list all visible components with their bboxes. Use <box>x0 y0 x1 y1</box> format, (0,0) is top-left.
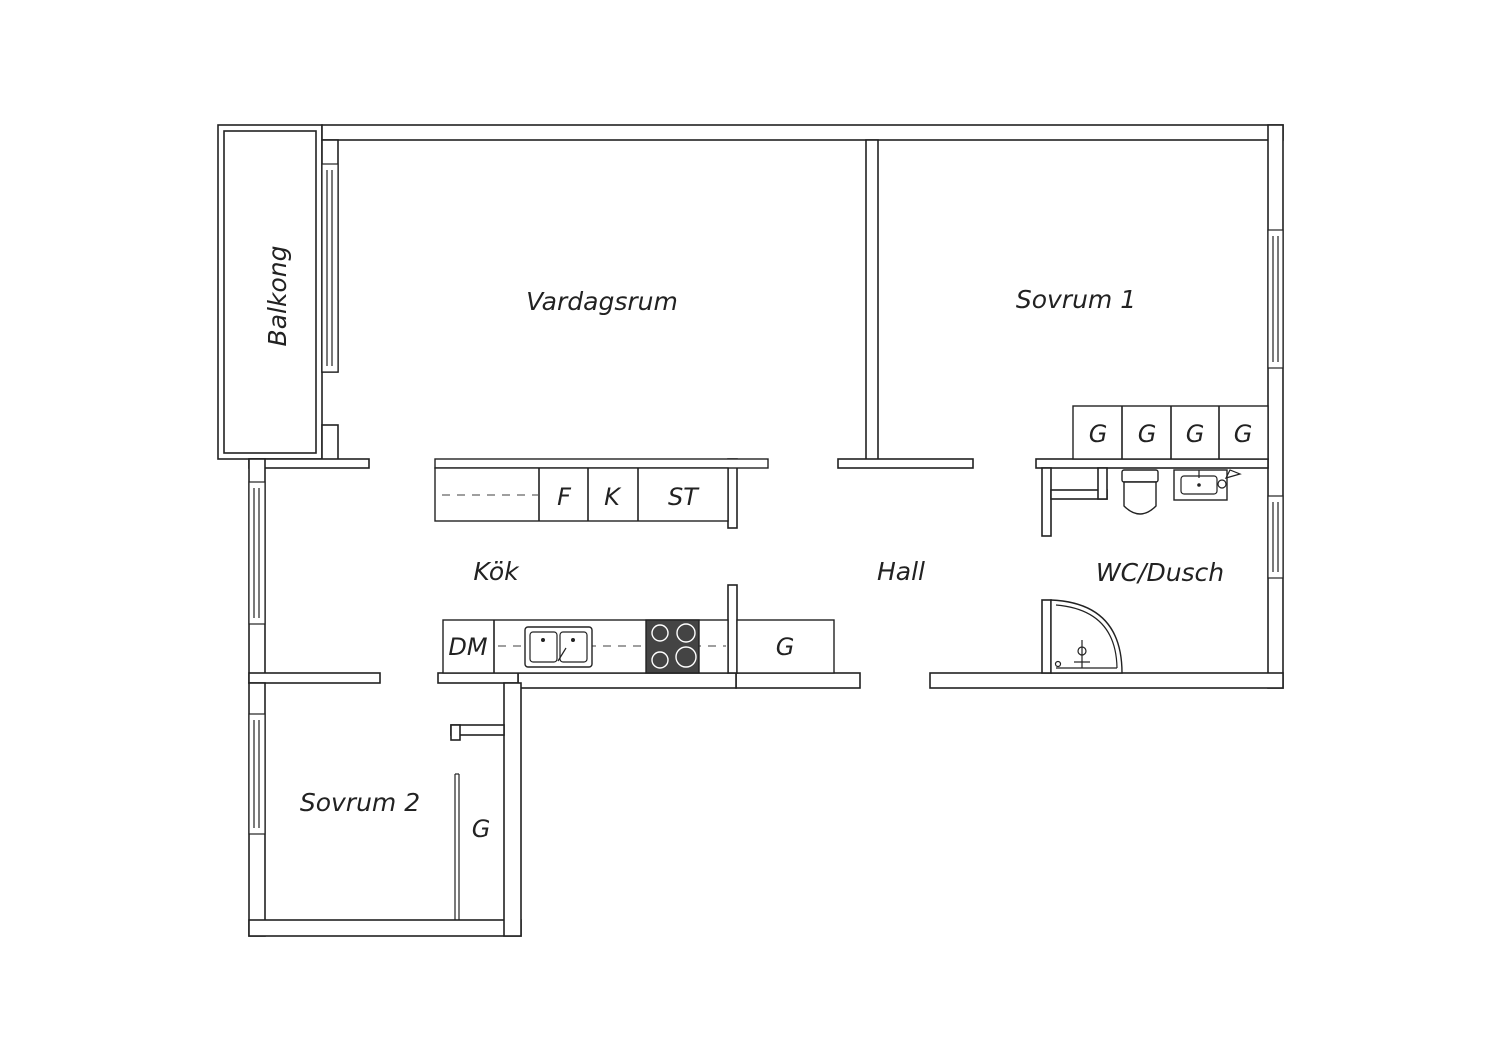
balcony: Balkong <box>217 124 323 460</box>
bedroom-2-wardrobe-label: G <box>472 815 491 843</box>
bedroom-2-label: Sovrum 2 <box>300 788 420 817</box>
dishwasher-label: DM <box>448 633 487 661</box>
fridge-label: F <box>557 483 572 511</box>
stove-icon <box>645 619 700 674</box>
hall-wardrobe-label: G <box>776 633 795 661</box>
shower-icon <box>1050 599 1123 674</box>
freezer-label: K <box>604 483 622 511</box>
balcony-label: Balkong <box>263 246 292 347</box>
kitchen-lower-counter: DM <box>442 619 729 674</box>
hall-wardrobe: G <box>736 619 835 674</box>
hall-label: Hall <box>877 557 925 586</box>
bedroom-1-label: Sovrum 1 <box>1016 285 1136 314</box>
kitchen-label: Kök <box>473 557 520 586</box>
storage-label: ST <box>668 483 700 511</box>
toilet-icon <box>1121 469 1159 515</box>
kitchen-upper-counter: F K ST <box>434 458 769 522</box>
bedroom-2-wardrobe: G <box>454 773 491 920</box>
bathroom-label: WC/Dusch <box>1096 558 1224 587</box>
washbasin-icon <box>1173 469 1242 501</box>
bedroom-1-wardrobe-4: G <box>1234 420 1253 448</box>
bedroom-1-wardrobe-2: G <box>1138 420 1157 448</box>
bedroom-1-wardrobe-3: G <box>1186 420 1205 448</box>
walls <box>248 124 1284 937</box>
bedroom-1-wardrobes: G G G G <box>1072 405 1269 460</box>
sink-icon <box>524 626 593 668</box>
bedroom-1-wardrobe-1: G <box>1089 420 1108 448</box>
windows <box>248 163 1284 835</box>
living-room-label: Vardagsrum <box>526 287 678 316</box>
